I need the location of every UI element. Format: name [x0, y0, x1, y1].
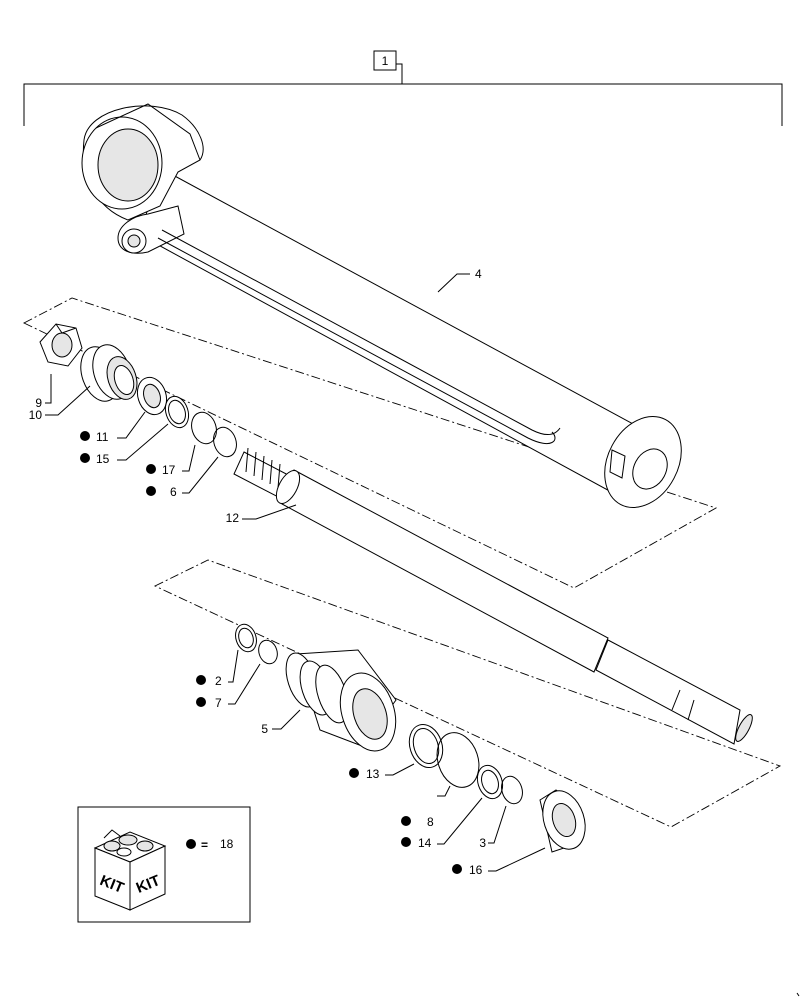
assembly-bracket: 1: [23, 50, 783, 126]
kit-dot-6: [146, 486, 156, 496]
part-callout: 12: [226, 511, 240, 525]
kit-markers: [80, 431, 462, 874]
kit-dot-7: [196, 697, 206, 707]
part-callout: 2: [215, 674, 222, 688]
part-callout: 4: [475, 267, 482, 281]
piston-head-upper: [80, 344, 138, 402]
part-callout: 3: [479, 836, 486, 850]
exploded-frame-upper: [22, 297, 718, 589]
ring-3: [501, 775, 523, 805]
legend-equals: =: [201, 838, 208, 852]
kit-dot-13: [349, 768, 359, 778]
part-callout: 8: [427, 815, 434, 829]
ring-17: [191, 411, 217, 445]
kit-dot-2: [196, 675, 206, 685]
bushing: [539, 789, 586, 853]
gland: [285, 649, 397, 752]
kit-dot-14: [401, 837, 411, 847]
part-callout: 16: [469, 863, 483, 877]
hex-nut: [39, 323, 83, 367]
part-callout: 13: [366, 767, 380, 781]
part-callout: 11: [96, 430, 109, 444]
corner-mark: [796, 992, 800, 997]
kit-legend: KIT KIT = 18: [77, 806, 251, 923]
part-callout: 17: [162, 463, 176, 477]
assembly-label: 1: [382, 54, 389, 68]
kit-dot-15: [80, 453, 90, 463]
exploded-frame-lower: [153, 559, 782, 828]
part-callout: 9: [35, 396, 42, 410]
part-callout: 14: [418, 836, 432, 850]
kit-dot-8: [401, 816, 411, 826]
kit-dot-17: [146, 464, 156, 474]
legend-kit-dot: [186, 839, 196, 849]
piston-rod: [233, 447, 753, 745]
ring-6: [213, 426, 237, 458]
assembly-label-box: [373, 50, 397, 71]
kit-box-icon: KIT KIT: [93, 829, 167, 911]
cylinder-barrel: [81, 103, 682, 508]
kit-dot-16: [452, 864, 462, 874]
legend-kit-part-number: 18: [220, 837, 234, 851]
ring-7: [258, 639, 278, 665]
legend-frame: [77, 806, 251, 923]
part-callout: 10: [29, 408, 43, 422]
kit-dot-11: [80, 431, 90, 441]
part-callout: 7: [215, 696, 222, 710]
part-callouts: 4 9 10 11 15 17 6 12 2 7 5 13 8 14 3 16: [29, 267, 487, 877]
ring-8: [436, 732, 480, 788]
part-callout: 5: [261, 722, 268, 736]
part-callout: 15: [96, 452, 110, 466]
leader-lines: [45, 273, 546, 872]
part-callout: 6: [170, 485, 177, 499]
